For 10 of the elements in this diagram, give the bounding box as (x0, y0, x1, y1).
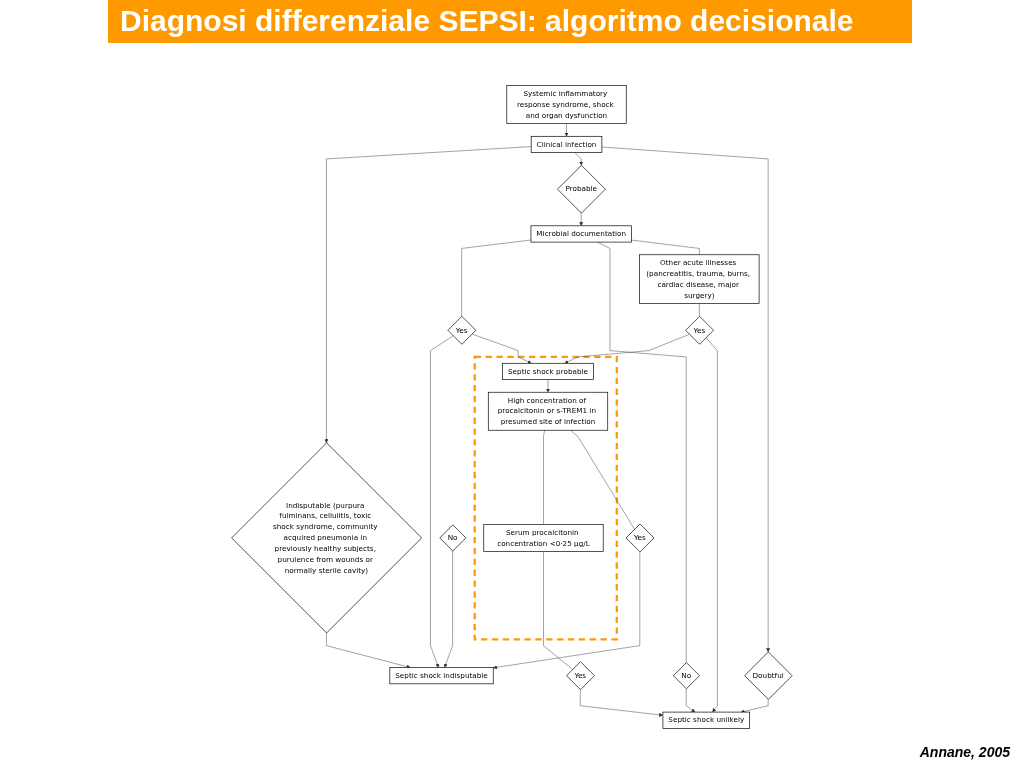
title-banner: Diagnosi differenziale SEPSI: algoritmo decisionale (108, 0, 912, 43)
cluster (473, 355, 619, 641)
connector (597, 241, 687, 663)
connector (631, 239, 700, 255)
connector (461, 239, 532, 317)
connector (699, 303, 700, 317)
connector (543, 430, 545, 525)
source-citation: Annane, 2005 (919, 744, 1010, 760)
connector (570, 430, 635, 530)
connector (543, 551, 573, 670)
